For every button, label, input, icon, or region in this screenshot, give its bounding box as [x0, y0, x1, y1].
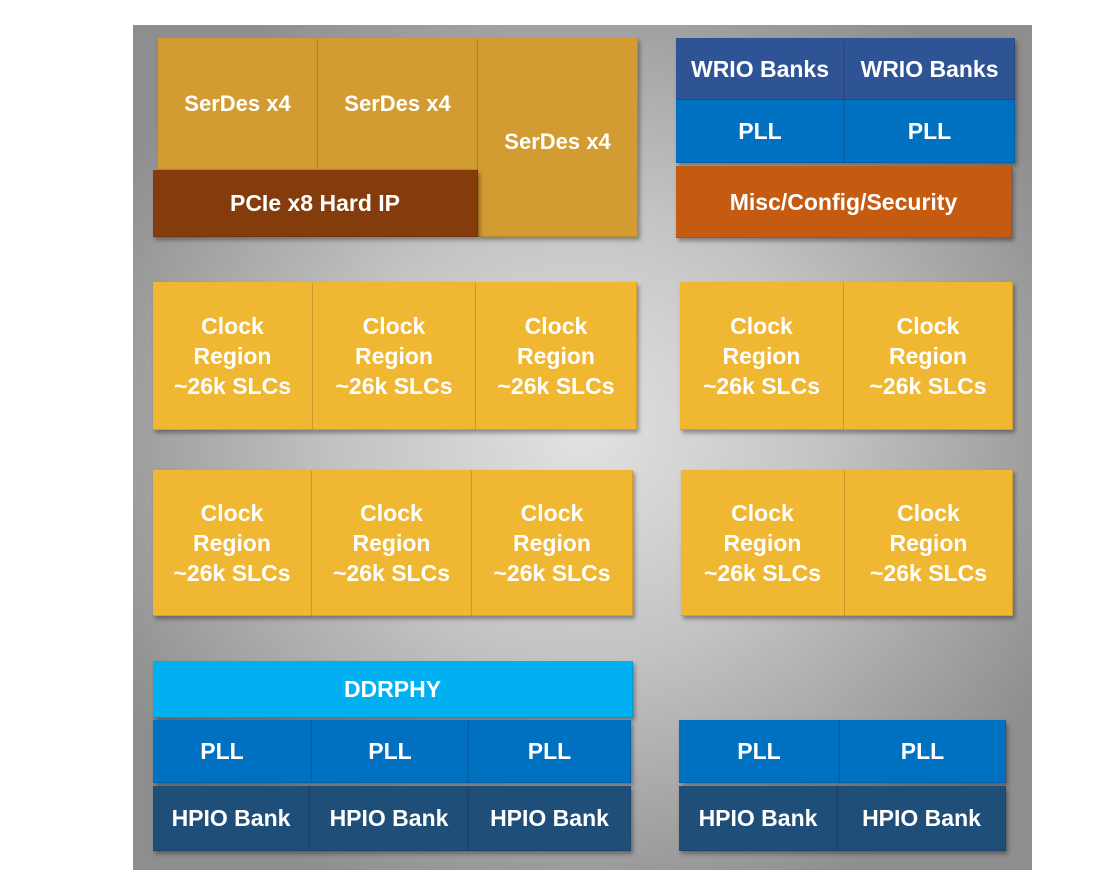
- misc-config-security-block: Misc/Config/Security: [676, 166, 1012, 238]
- pll-block-bottom-5: PLL: [840, 720, 1006, 783]
- hpio-bank-2: HPIO Bank: [310, 786, 469, 851]
- serdes-block-1: SerDes x4: [158, 38, 318, 170]
- pcie-hard-ip-block: PCIe x8 Hard IP: [153, 170, 478, 237]
- pll-block-bottom-2: PLL: [312, 720, 469, 783]
- wrio-banks-block-1: WRIO Banks: [676, 38, 845, 100]
- hpio-bank-1: HPIO Bank: [153, 786, 310, 851]
- pll-block-bottom-3: PLL: [469, 720, 631, 783]
- hpio-bank-5: HPIO Bank: [838, 786, 1006, 851]
- wrio-banks-block-2: WRIO Banks: [845, 38, 1015, 100]
- hpio-bank-3: HPIO Bank: [469, 786, 631, 851]
- pll-block-top-2: PLL: [845, 100, 1015, 163]
- pll-block-bottom-1: PLL: [153, 720, 312, 783]
- pll-block-bottom-4: PLL: [679, 720, 840, 783]
- ddrphy-block: DDRPHY: [153, 661, 633, 718]
- serdes-block-3: SerDes x4: [478, 38, 638, 237]
- serdes-block-2: SerDes x4: [318, 38, 478, 170]
- hpio-bank-4: HPIO Bank: [679, 786, 838, 851]
- pll-block-top-1: PLL: [676, 100, 845, 163]
